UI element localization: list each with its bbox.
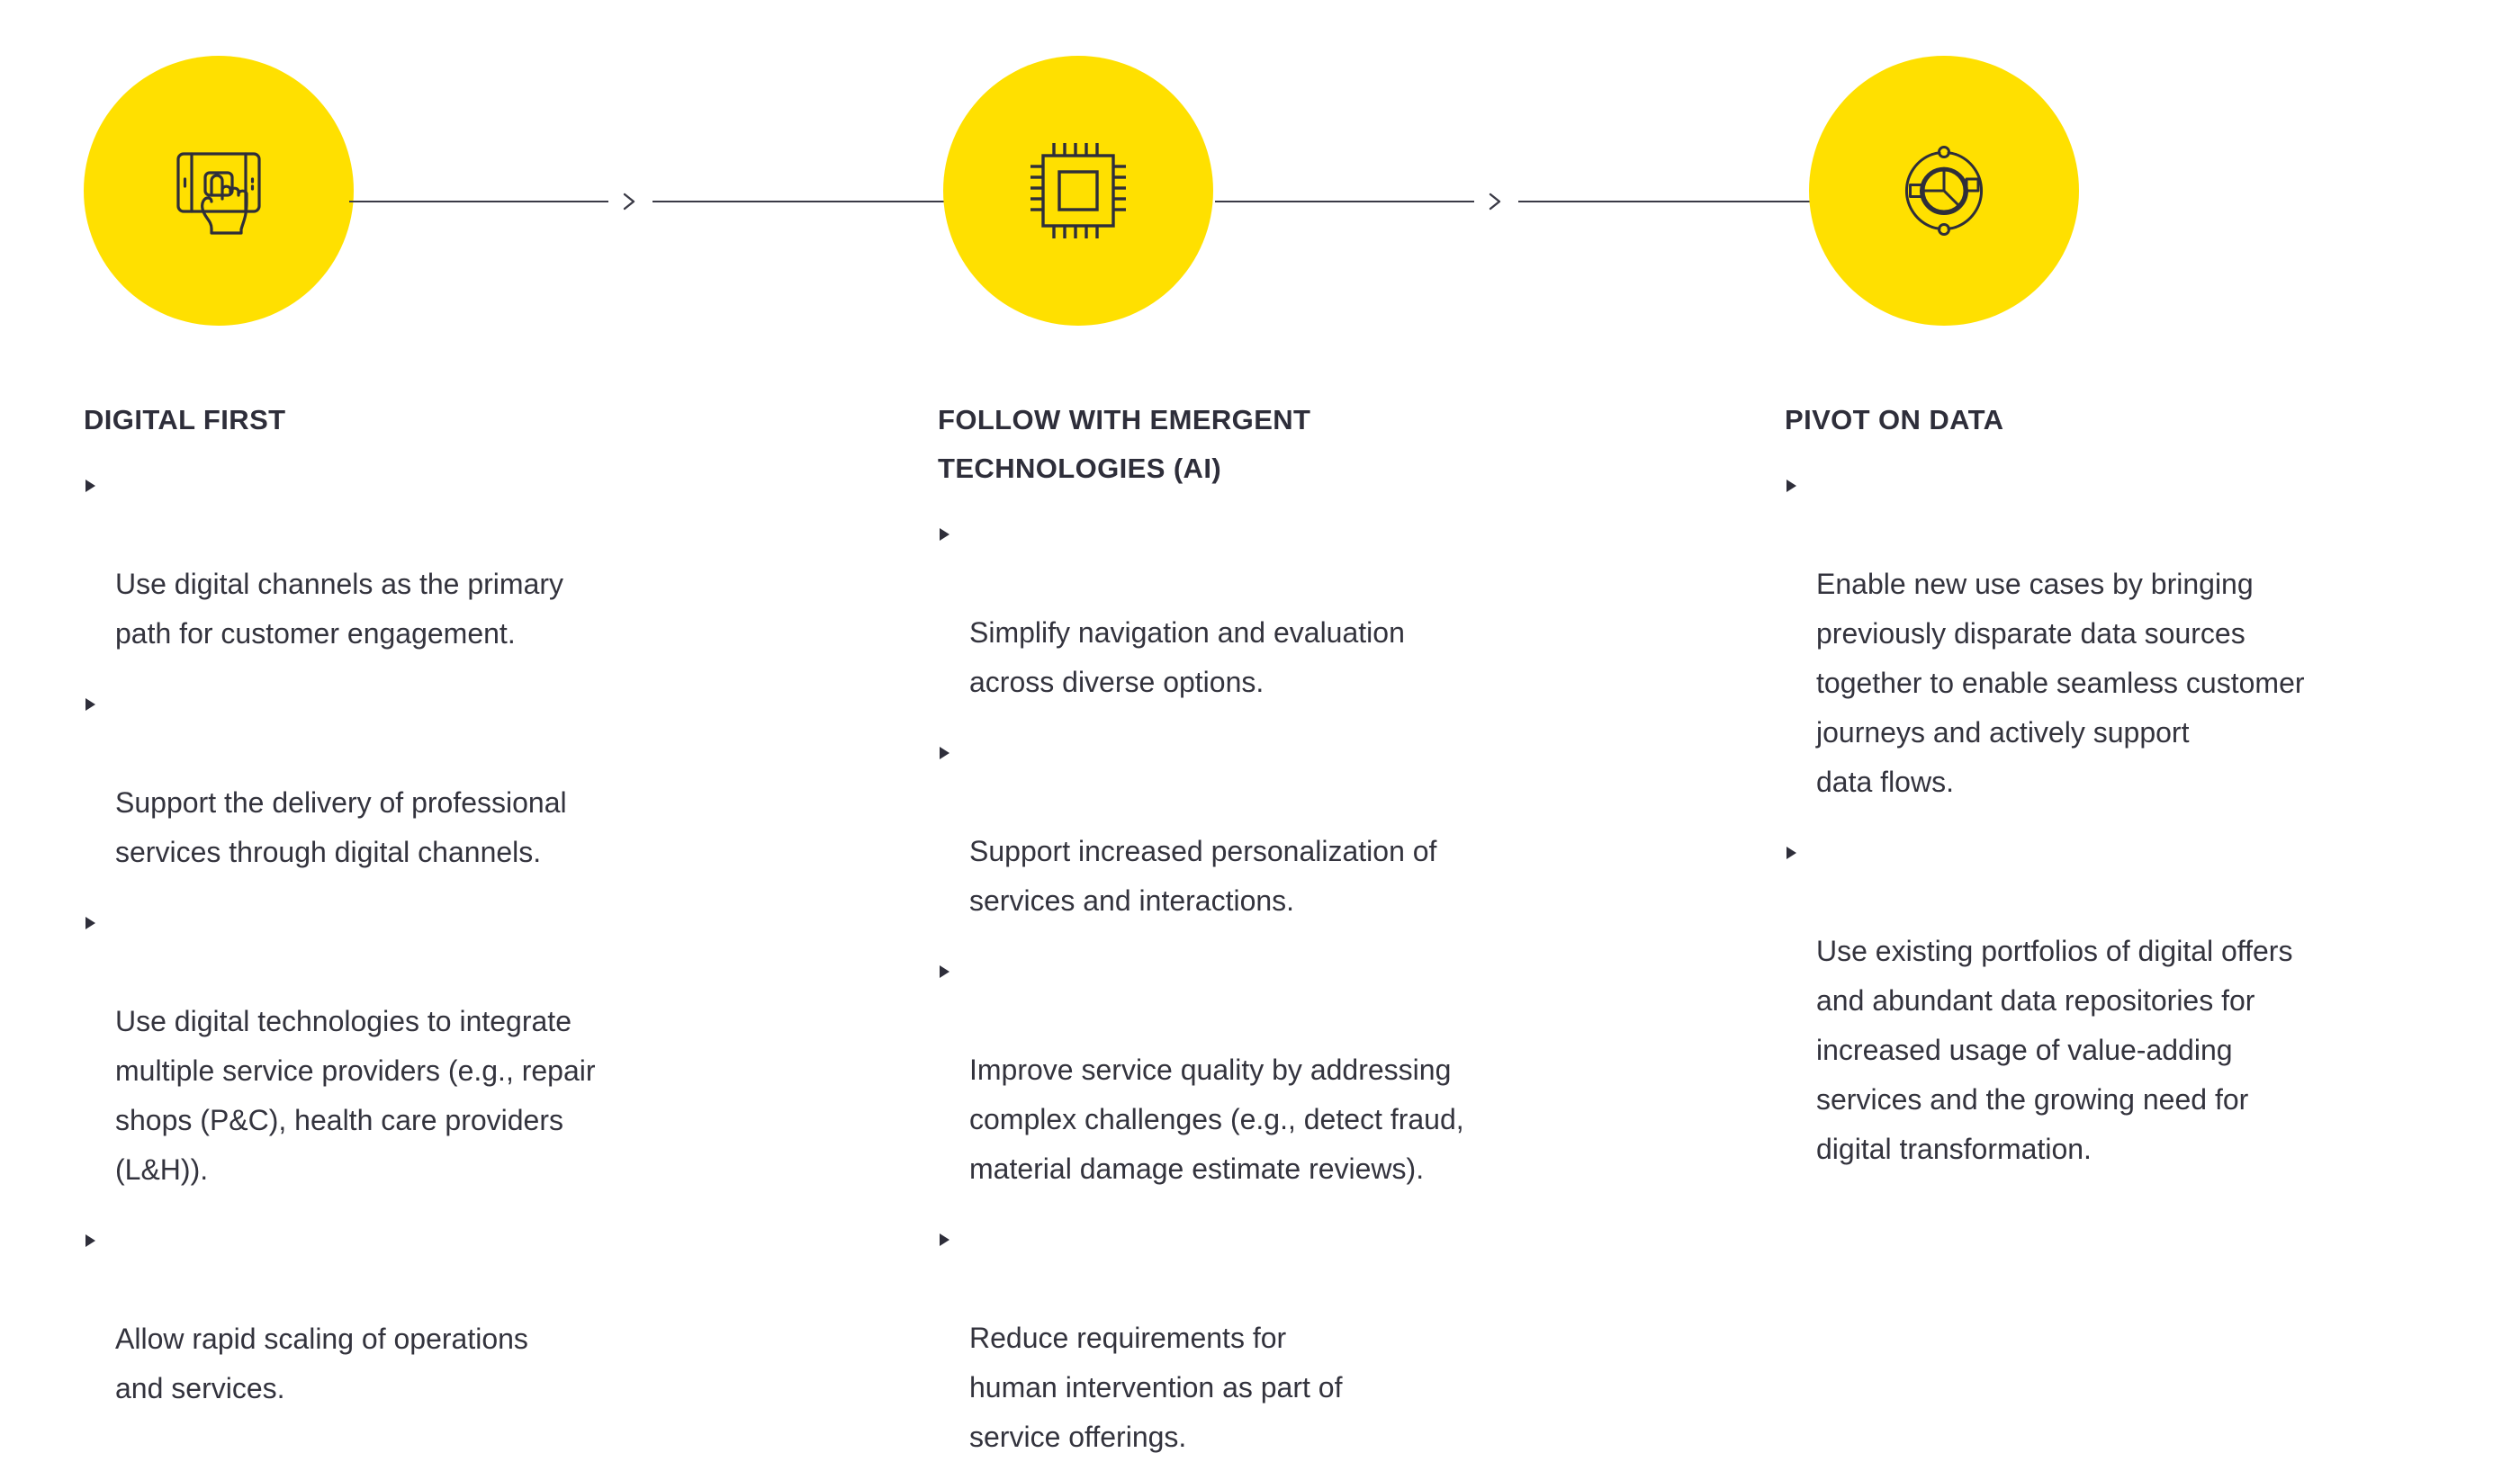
flow-step-3-circle[interactable] [1809,56,2079,326]
list-item: Reduce requirements for human interventi… [938,1215,1649,1462]
touchscreen-tap-icon [162,134,275,247]
connector-line-left [1215,201,1474,202]
triangle-bullet-icon [940,528,950,541]
list-item-text: Improve service quality by addressing co… [969,1054,1464,1185]
column-3-bullet-list: Enable new use cases by bringing previou… [1785,461,2505,1174]
column-1-title: DIGITAL FIRST [84,404,286,435]
list-item-text: Use existing portfolios of digital offer… [1816,935,2293,1165]
list-item: Use digital technologies to integrate mu… [84,898,795,1195]
triangle-bullet-icon [86,917,95,929]
triangle-bullet-icon [940,1233,950,1246]
connector-line-right [1518,201,1811,202]
list-item-text: Reduce requirements for human interventi… [969,1322,1343,1453]
list-item-text: Support increased personalization of ser… [969,835,1437,917]
list-item-text: Enable new use cases by bringing previou… [1816,568,2305,798]
list-item-text: Simplify navigation and evaluation acros… [969,616,1405,698]
triangle-bullet-icon [940,965,950,978]
list-item: Use existing portfolios of digital offer… [1785,828,2505,1174]
flow-step-2-circle[interactable] [943,56,1213,326]
flow-step-1-circle[interactable] [84,56,354,326]
chevron-right-icon [1485,191,1505,212]
list-item: Support the delivery of professional ser… [84,679,795,877]
list-item: Improve service quality by addressing co… [938,946,1649,1194]
column-digital-first: DIGITAL FIRST Use digital channels as th… [84,396,795,1413]
list-item: Support increased personalization of ser… [938,728,1649,926]
triangle-bullet-icon [1786,480,1796,492]
flow-connector-1 [349,191,954,212]
triangle-bullet-icon [86,480,95,492]
triangle-bullet-icon [86,1234,95,1247]
process-flow-row [0,0,2520,360]
column-pivot-on-data: PIVOT ON DATA Enable new use cases by br… [1785,396,2505,1174]
column-2-title: FOLLOW WITH EMERGENT TECHNOLOGIES (AI) [938,404,1311,484]
triangle-bullet-icon [940,747,950,759]
connector-line-left [349,201,608,202]
column-3-title: PIVOT ON DATA [1785,404,2004,435]
list-item: Simplify navigation and evaluation acros… [938,509,1649,707]
list-item-text: Use digital channels as the primary path… [115,568,564,650]
list-item: Use digital channels as the primary path… [84,461,795,659]
triangle-bullet-icon [86,698,95,711]
microchip-cpu-icon [1022,134,1135,247]
list-item-text: Support the delivery of professional ser… [115,786,567,868]
connector-line-right [652,201,954,202]
column-1-bullet-list: Use digital channels as the primary path… [84,461,795,1413]
list-item: Enable new use cases by bringing previou… [1785,461,2505,807]
list-item: Allow rapid scaling of operations and se… [84,1215,795,1413]
column-emergent-technologies: FOLLOW WITH EMERGENT TECHNOLOGIES (AI) S… [938,396,1649,1462]
flow-connector-2 [1215,191,1811,212]
data-orbit-pie-icon [1887,134,2001,247]
list-item-text: Use digital technologies to integrate mu… [115,1005,596,1186]
triangle-bullet-icon [1786,847,1796,859]
chevron-right-icon [619,191,639,212]
column-2-bullet-list: Simplify navigation and evaluation acros… [938,509,1649,1462]
list-item-text: Allow rapid scaling of operations and se… [115,1323,528,1404]
